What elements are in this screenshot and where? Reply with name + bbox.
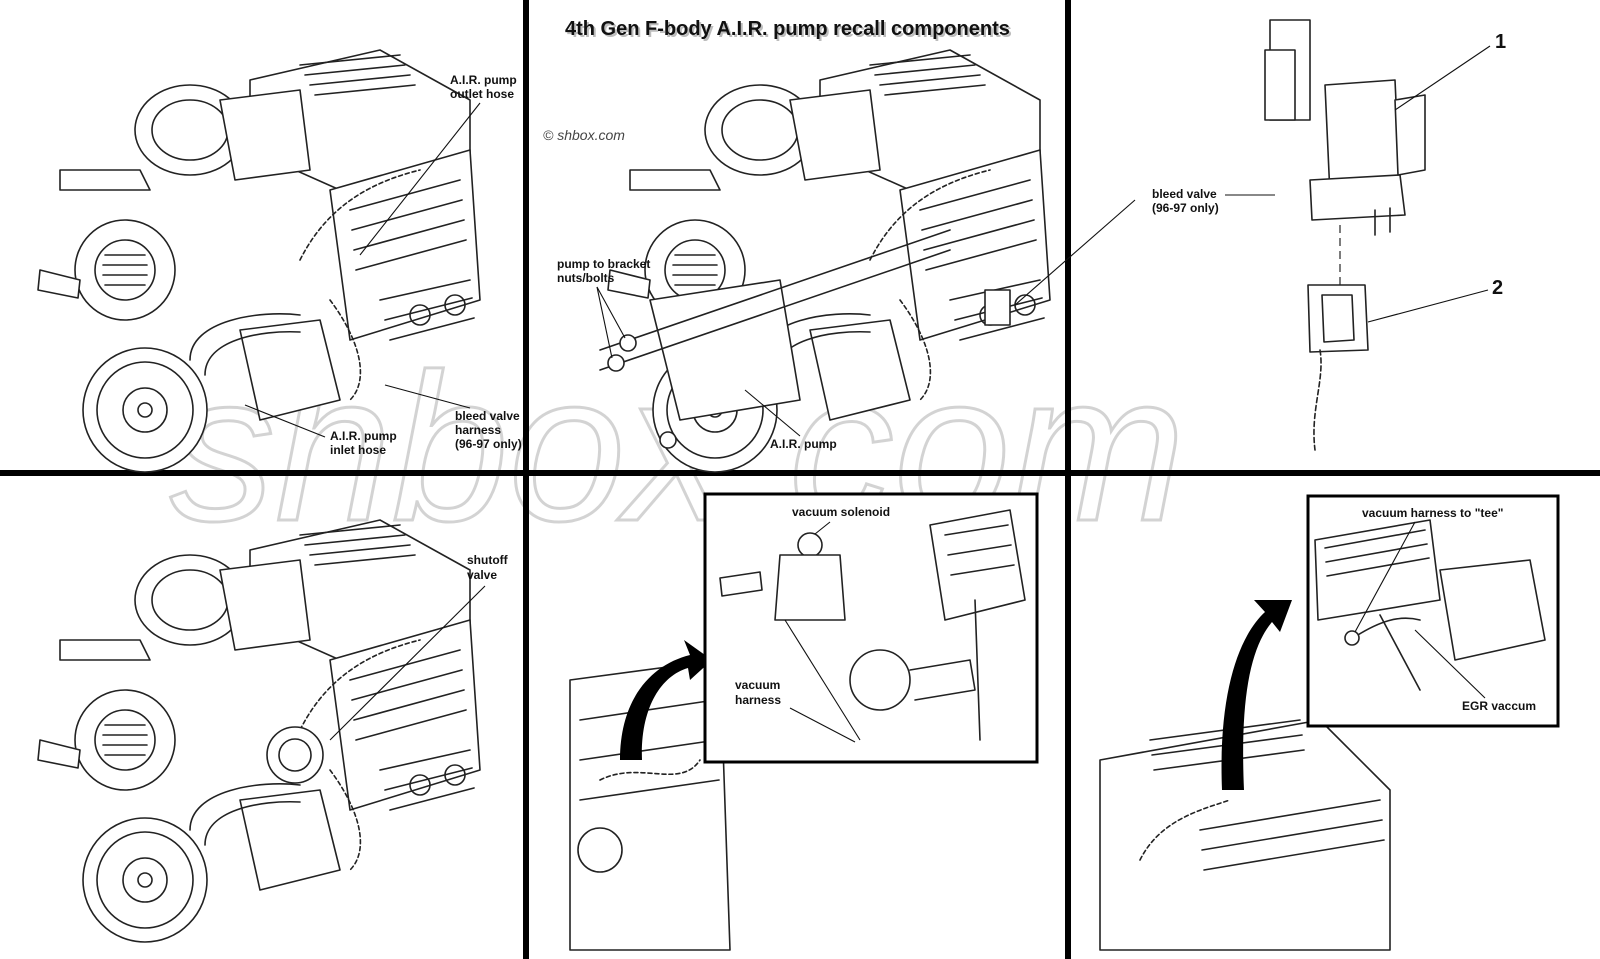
label-outlet-hose-line1: A.I.R. pump [450, 73, 517, 87]
leader-vacuum-harness-a [789, 707, 856, 743]
label-vacuum-harness-line1: vacuum [735, 678, 780, 692]
leader-shutoff [329, 585, 486, 741]
label-nuts-line1: pump to bracket [557, 257, 650, 271]
label-bleed-harness-line1: bleed valve [455, 409, 520, 423]
leader-outlet-hose [359, 102, 481, 256]
leader-vacuum-harness-b [784, 619, 861, 741]
panel-bleed-valve: bleed valve (96-97 only) 1 2 [1014, 19, 1506, 451]
label-outlet-hose-line2: outlet hose [450, 87, 514, 101]
engine-small [1099, 719, 1391, 951]
inset-valve-cover [929, 509, 1026, 621]
inset-egr-line [1379, 614, 1421, 691]
engine-illustration [37, 519, 481, 943]
leader-callout-2 [1367, 289, 1489, 323]
bolt-upper [599, 229, 951, 351]
inset-ribs [1324, 529, 1430, 577]
label-egr-vacuum: EGR vaccum [1462, 699, 1536, 713]
leader-bleed-valve-cross [1014, 199, 1136, 306]
panel-vacuum-solenoid: vacuum solenoid vacuum harness [569, 492, 1039, 951]
inset-tee [1344, 630, 1360, 646]
inset-engine-top [1314, 519, 1441, 621]
label-vacuum-harness-line2: harness [735, 693, 781, 707]
inset-pump-outlet [909, 659, 976, 701]
copyright-text: © shbox.com [543, 127, 625, 143]
panel-egr-vacuum: vacuum harness to "tee" EGR vaccum [1099, 494, 1560, 951]
diagram-title: 4th Gen F-body A.I.R. pump recall compon… [565, 18, 1010, 40]
leader-vacuum-tee [1354, 521, 1416, 633]
leader-nut-1 [596, 286, 626, 339]
leader-vacuum-solenoid [814, 521, 831, 535]
zoom-arrow [620, 640, 712, 760]
panel-air-pump-hoses: A.I.R. pump outlet hose bleed valve harn… [37, 49, 522, 473]
connector-face [1321, 294, 1355, 343]
label-bleed-harness-line2: harness [455, 423, 501, 437]
zoom-arrow [1221, 600, 1292, 790]
label-vacuum-solenoid: vacuum solenoid [792, 505, 890, 519]
vacuum-solenoid-cap [797, 532, 823, 558]
leader-nut-2 [596, 286, 613, 359]
label-bleed-valve-line2: (96-97 only) [1152, 201, 1219, 215]
vacuum-solenoid-body [774, 554, 846, 621]
valve-ports [1374, 207, 1391, 236]
inset-hose [974, 599, 981, 741]
valve-base [1309, 174, 1406, 221]
leader-air-pump [744, 389, 801, 437]
label-nuts-line2: nuts/bolts [557, 271, 615, 285]
leader-inlet-hose [244, 404, 326, 438]
nut-3 [659, 431, 677, 449]
inset-pump [849, 649, 911, 711]
valve-clamp [1264, 49, 1296, 121]
label-shutoff-line1: shutoff [467, 553, 509, 567]
panel-air-pump-mounting: 4th Gen F-body A.I.R. pump recall compon… [543, 18, 1051, 473]
inset-connector [719, 571, 763, 597]
nut-1 [619, 334, 637, 352]
leader-callout-1 [1394, 45, 1491, 111]
panel-shutoff-valve: shutoff valve [37, 519, 509, 943]
bolt-lower [599, 249, 951, 371]
nut-2 [607, 354, 625, 372]
shutoff-valve-shape [266, 726, 324, 784]
label-bleed-harness-line3: (96-97 only) [455, 437, 522, 451]
callout-2: 2 [1492, 277, 1503, 299]
inset-cover-ribs [944, 524, 1015, 576]
shutoff-valve-inner [278, 738, 312, 772]
label-shutoff-line2: valve [467, 568, 497, 582]
harness-wire [1313, 349, 1322, 451]
label-vacuum-tee: vacuum harness to "tee" [1362, 506, 1503, 520]
label-inlet-hose-line1: A.I.R. pump [330, 429, 397, 443]
leader-bleed-harness [384, 384, 471, 409]
title-shadow: 4th Gen F-body A.I.R. pump recall compon… [567, 20, 1012, 42]
leader-egr-vacuum [1414, 629, 1486, 699]
inset-egr-valve [1439, 559, 1546, 661]
callout-1: 1 [1495, 31, 1506, 53]
label-inlet-hose-line2: inlet hose [330, 443, 386, 457]
bleed-valve-shape [984, 289, 1011, 326]
label-air-pump: A.I.R. pump [770, 437, 837, 451]
label-bleed-valve-line1: bleed valve [1152, 187, 1217, 201]
